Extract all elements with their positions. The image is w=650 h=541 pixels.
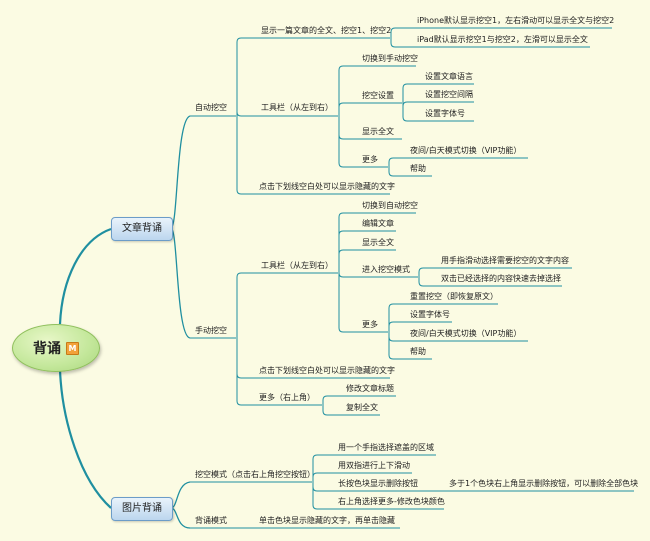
manual-more-bracket-curve-0 [388,303,394,309]
pic-mode-bracket-curve-1 [312,472,318,478]
pic-mode-bracket-curve-2 [312,486,318,492]
node-manual-slide-select[interactable]: 用手指滑动选择需要挖空的文字内容 [441,256,569,265]
node-manual-toolbar[interactable]: 工具栏（从左到右） [261,261,333,270]
mindmanager-badge-icon: M [66,341,79,355]
node-auto-settings[interactable]: 挖空设置 [362,91,394,100]
node-picture-recite-mode[interactable]: 背诵模式 [195,516,227,525]
node-manual-tap-hint[interactable]: 点击下划线空白处可以显示隐藏的文字 [259,366,395,375]
auto-bracket-curve-0 [236,37,242,43]
node-auto-help[interactable]: 帮助 [410,164,426,173]
auto-toolbar-bracket-curve-2 [338,134,344,140]
node-auto-show[interactable]: 显示一篇文章的全文、挖空1、挖空2 [261,26,392,35]
topic-article-recite[interactable]: 文章背诵 [111,217,173,241]
node-auto-night[interactable]: 夜间/白天模式切换（VIP功能） [410,146,522,155]
node-auto-more[interactable]: 更多 [362,155,378,164]
node-manual-more-top[interactable]: 更多（右上角） [259,393,315,402]
manual-toolbar-bracket-curve-0 [338,212,344,218]
node-auto-ipad[interactable]: iPad默认显示挖空1与挖空2，左滑可以显示全文 [417,35,588,44]
manual-more-top-bracket-curve-0 [322,395,328,401]
manual-bracket-curve-1 [236,373,242,379]
manual-toolbar-bracket-curve-3 [338,272,344,278]
auto-settings-bracket-curve-0 [402,83,408,89]
auto-toolbar-bracket-curve-1 [338,102,344,108]
node-manual-show-full[interactable]: 显示全文 [362,238,394,247]
auto-settings-bracket-curve-1 [402,101,408,107]
node-auto-show-full[interactable]: 显示全文 [362,127,394,136]
auto-toolbar-bracket-curve-3 [338,162,344,168]
node-manual-reset[interactable]: 重置挖空（即恢复原文） [410,292,498,301]
auto-show-bracket-curve-1 [390,42,396,48]
node-picture-recite-tap[interactable]: 单击色块显示隐藏的文字，再单击隐藏 [259,516,395,525]
manual-toolbar-bracket-curve-4 [338,327,344,333]
node-auto-set-gap[interactable]: 设置挖空间隔 [425,90,473,99]
auto-toolbar-bracket-curve-0 [338,65,344,71]
node-manual-edit[interactable]: 编辑文章 [362,219,394,228]
node-picture-long-press-note[interactable]: 多于1个色块右上角显示删除按钮，可以删除全部色块 [449,479,639,488]
root-topic[interactable]: 背诵 M [12,324,100,372]
link-picture-recite [170,507,191,529]
node-auto-set-lang[interactable]: 设置文章语言 [425,72,473,81]
link-picture-mode [170,481,191,509]
node-manual-set-font[interactable]: 设置字体号 [410,310,450,319]
node-manual-help[interactable]: 帮助 [410,347,426,356]
root-label: 背诵 [33,341,61,357]
manual-enter-bracket-curve-0 [418,267,424,273]
node-manual-gap[interactable]: 手动挖空 [195,326,227,335]
manual-enter-bracket-curve-1 [418,281,424,287]
auto-bracket-curve-2 [236,189,242,195]
node-manual-night[interactable]: 夜间/白天模式切换（VIP功能） [410,329,522,338]
manual-toolbar-bracket-curve-2 [338,249,344,255]
auto-bracket-curve-1 [236,111,242,117]
manual-toolbar-bracket-curve-1 [338,230,344,236]
node-auto-set-font[interactable]: 设置字体号 [425,109,465,118]
node-auto-gap[interactable]: 自动挖空 [195,103,227,112]
node-auto-tap-hint[interactable]: 点击下划线空白处可以显示隐藏的文字 [259,182,395,191]
node-auto-iphone[interactable]: iPhone默认显示挖空1，左右滑动可以显示全文与挖空2 [417,16,615,25]
node-picture-mode[interactable]: 挖空模式（点击右上角挖空按钮） [195,470,315,479]
pic-mode-bracket-curve-0 [312,454,318,460]
link-article-auto [170,115,191,229]
node-auto-toolbar[interactable]: 工具栏（从左到右） [261,103,333,112]
auto-more-bracket-curve-0 [388,157,394,163]
node-manual-double-tap[interactable]: 双击已经选择的内容快速去掉选择 [441,274,561,283]
link-root-article [58,227,112,325]
manual-more-bracket-curve-3 [388,354,394,360]
manual-more-bracket-curve-2 [388,336,394,342]
node-auto-switch-manual[interactable]: 切换到手动挖空 [362,54,418,63]
auto-settings-bracket-curve-2 [402,116,408,122]
node-picture-one-finger[interactable]: 用一个手指选择遮盖的区域 [338,443,434,452]
link-article-manual [170,227,191,339]
node-manual-more[interactable]: 更多 [362,320,378,329]
node-picture-color[interactable]: 右上角选择更多-修改色块颜色 [338,497,445,506]
pic-mode-bracket-curve-3 [312,504,318,510]
manual-bracket-curve-2 [236,400,242,406]
node-manual-switch-auto[interactable]: 切换到自动挖空 [362,201,418,210]
auto-more-bracket-curve-1 [388,171,394,177]
link-root-picture [58,369,112,509]
node-manual-modify-title[interactable]: 修改文章标题 [346,384,394,393]
node-manual-enter-mode[interactable]: 进入挖空模式 [362,265,410,274]
node-picture-long-press[interactable]: 长按色块显示删除按钮 [338,479,418,488]
node-manual-copy-full[interactable]: 复制全文 [346,403,378,412]
manual-more-top-bracket-curve-1 [322,410,328,416]
manual-more-bracket-curve-1 [388,321,394,327]
auto-show-bracket-curve-0 [390,27,396,33]
node-picture-two-finger[interactable]: 用双指进行上下滑动 [338,461,410,470]
topic-picture-recite[interactable]: 图片背诵 [111,497,173,521]
manual-bracket-curve-0 [236,272,242,278]
